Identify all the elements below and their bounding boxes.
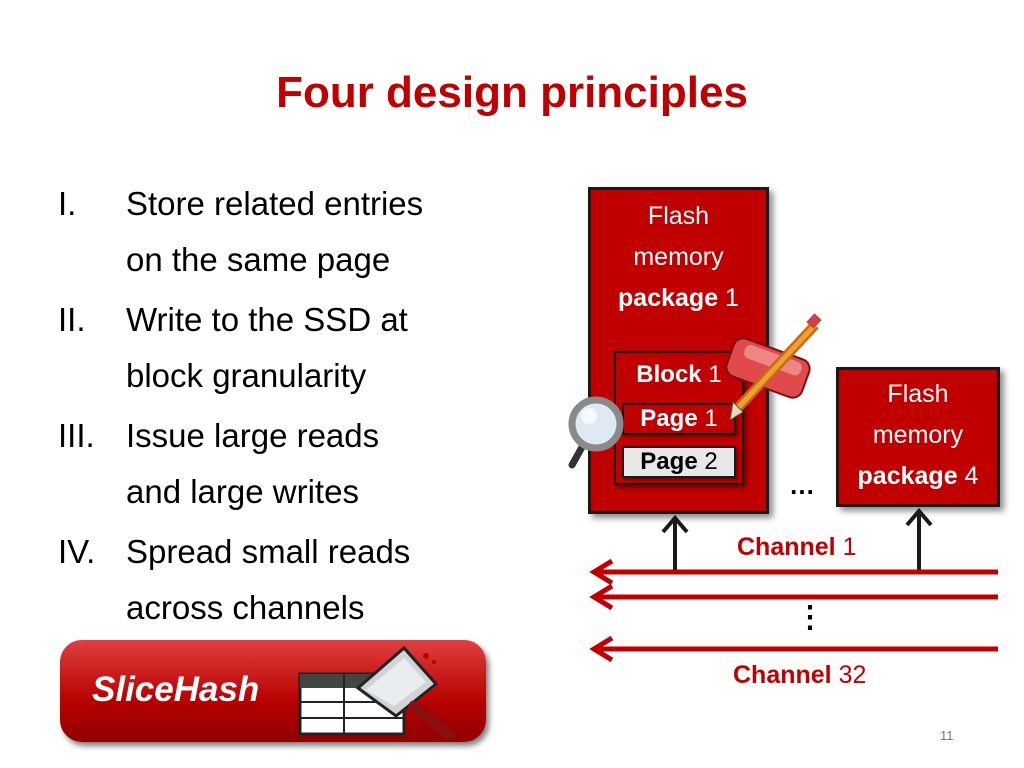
principle-text: across channels — [126, 589, 365, 626]
package-label: package 1 — [618, 284, 739, 312]
page-number: 11 — [940, 728, 954, 743]
principle-text: and large writes — [126, 473, 359, 510]
package-line: Flash — [887, 380, 949, 408]
arrow-up-icon — [905, 507, 933, 570]
package-line: Flash — [647, 202, 710, 230]
principle-text: on the same page — [126, 241, 391, 278]
principle-number: III. — [58, 417, 95, 454]
hash-table-icon — [298, 645, 456, 740]
flash-package-4: Flash memory package 4 — [836, 367, 1000, 507]
principle-text: block granularity — [126, 357, 367, 394]
pencil-eraser-icon — [725, 313, 822, 422]
channel-32-label: Channel 32 — [733, 661, 867, 689]
magnifier-icon — [568, 396, 624, 469]
principle-item: III. Issue large reads and large writes — [58, 408, 528, 520]
principle-item: I. Store related entries on the same pag… — [58, 176, 528, 288]
principle-text: Spread small reads — [126, 533, 411, 570]
vertical-ellipsis: ⋮ — [795, 601, 825, 634]
arrow-up-icon — [661, 514, 689, 570]
channel-arrow — [589, 583, 998, 611]
slide-title: Four design principles — [276, 68, 748, 117]
page-2: Page 2 — [622, 446, 736, 478]
principle-number: II. — [58, 301, 86, 338]
principle-text: Store related entries — [126, 185, 424, 222]
principle-text: Write to the SSD at — [126, 301, 408, 338]
package-line: memory — [633, 243, 724, 271]
channel-1-label: Channel 1 — [737, 533, 857, 561]
slicehash-label: SliceHash — [92, 670, 260, 709]
horizontal-ellipsis: … — [789, 470, 815, 500]
principle-number: IV. — [58, 533, 96, 570]
cleaver-icon — [355, 645, 456, 740]
principle-number: I. — [58, 185, 77, 222]
block-label: Block 1 — [636, 361, 722, 388]
package-line: memory — [872, 421, 964, 449]
principle-item: IV. Spread small reads across channels — [58, 524, 528, 636]
principles-list: I. Store related entries on the same pag… — [58, 176, 528, 640]
principle-item: II. Write to the SSD at block granularit… — [58, 292, 528, 404]
channel-arrow — [589, 635, 998, 663]
page-1: Page 1 — [622, 403, 736, 435]
channel-arrow — [589, 558, 998, 586]
principle-text: Issue large reads — [126, 417, 380, 454]
package-label: package 4 — [857, 462, 979, 490]
slicehash-badge: SliceHash — [60, 640, 486, 742]
